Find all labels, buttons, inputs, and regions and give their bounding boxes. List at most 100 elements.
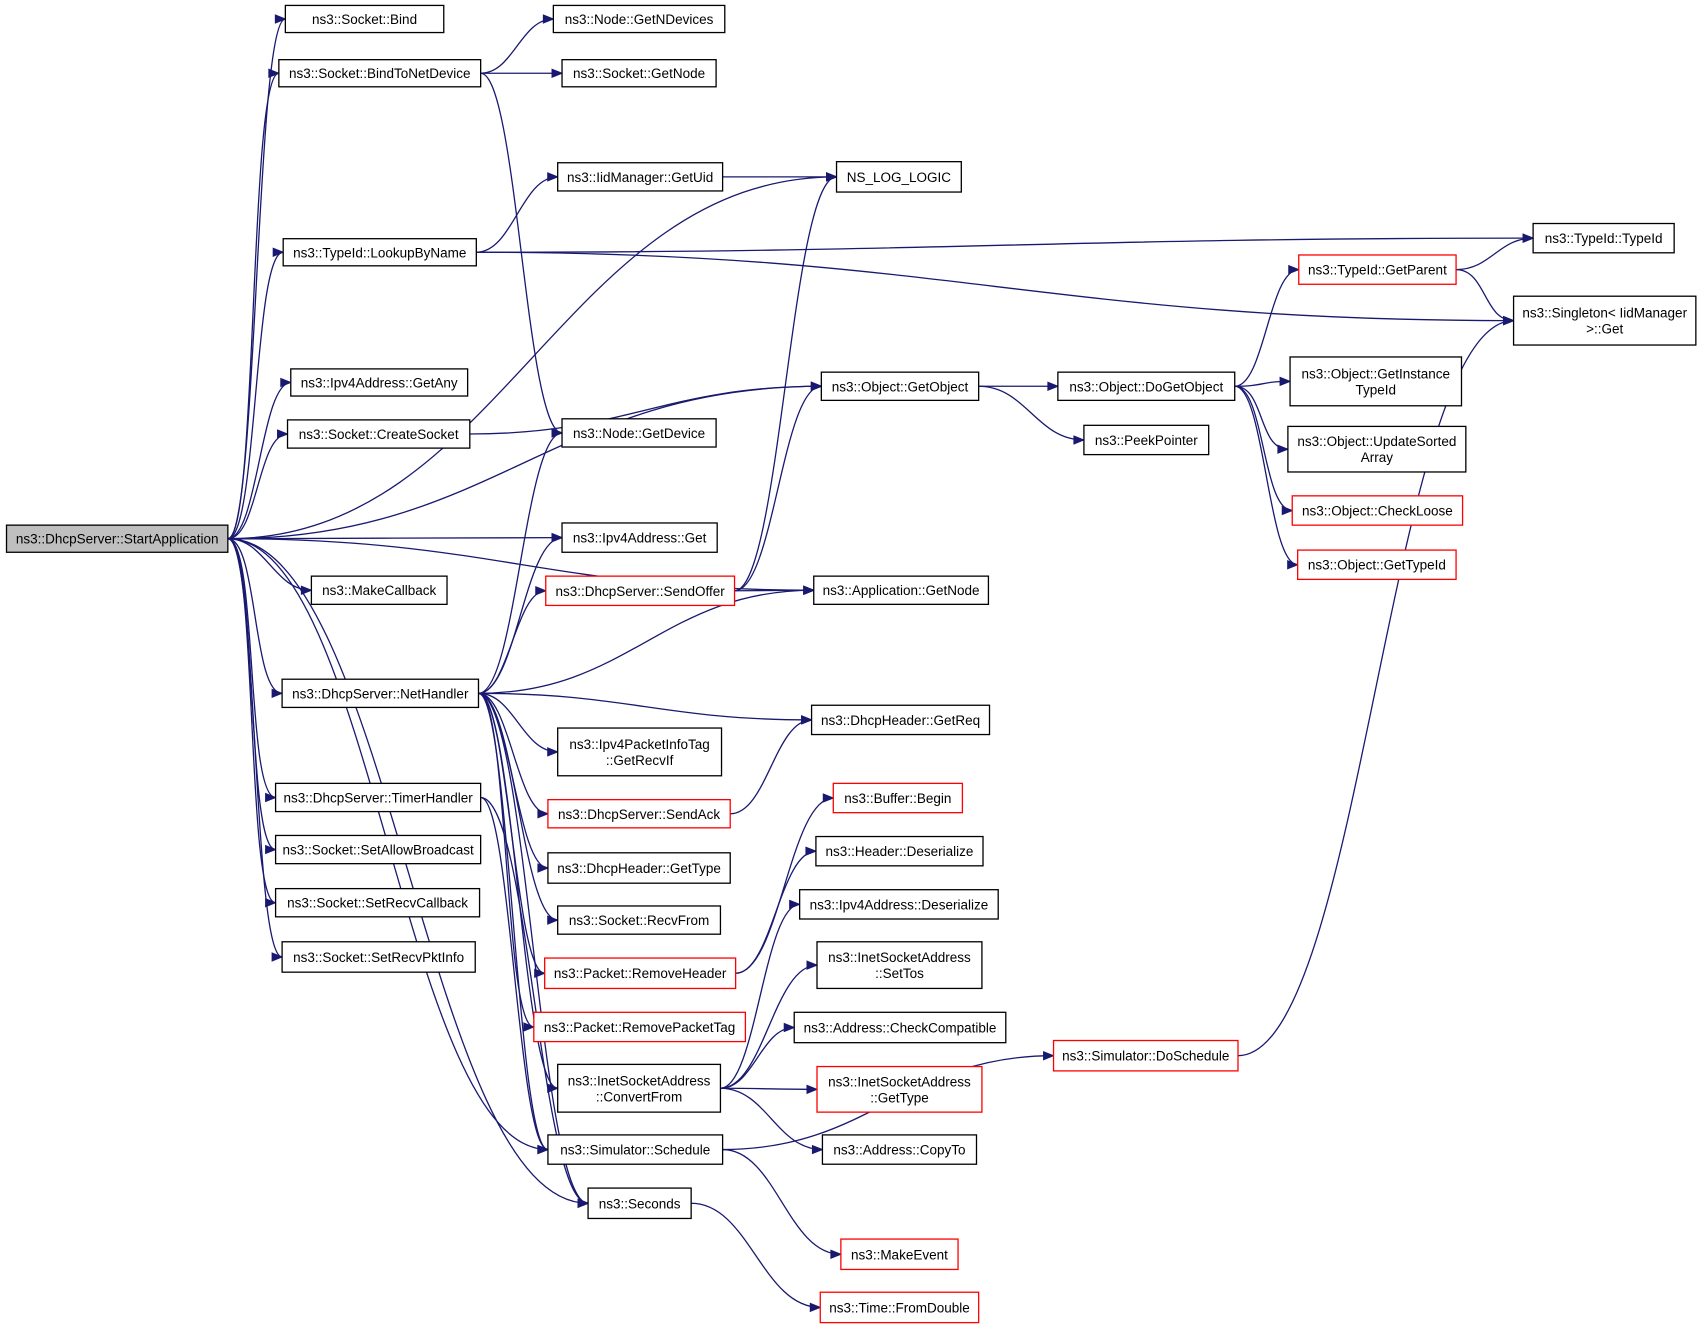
node-node-get-device[interactable]: ns3::Node::GetDevice xyxy=(561,418,717,448)
node-ipv4-get[interactable]: ns3::Ipv4Address::Get xyxy=(561,522,718,553)
arrowhead-object-get-object xyxy=(810,381,823,391)
node-box xyxy=(310,575,448,605)
node-label: ::SetTos xyxy=(875,966,924,981)
node-peek-pointer[interactable]: ns3::PeekPointer xyxy=(1083,424,1210,456)
node-set-recv-callback[interactable]: ns3::Socket::SetRecvCallback xyxy=(274,887,481,918)
node-net-handler[interactable]: ns3::DhcpServer::NetHandler xyxy=(281,678,480,709)
edge-start-to-bind-to-net-device xyxy=(227,72,280,540)
arrowhead-remove-header xyxy=(534,968,547,978)
node-ipv4-get-any[interactable]: ns3::Ipv4Address::GetAny xyxy=(290,368,469,397)
edge-seconds-to-from-double xyxy=(691,1202,821,1309)
node-send-offer[interactable]: ns3::DhcpServer::SendOffer xyxy=(545,575,736,607)
node-get-type-id[interactable]: ns3::Object::GetTypeId xyxy=(1297,549,1457,581)
node-get-recv-if[interactable]: ns3::Ipv4PacketInfoTag::GetRecvIf xyxy=(557,727,723,777)
node-set-recv-pkt-info[interactable]: ns3::Socket::SetRecvPktInfo xyxy=(281,941,476,973)
node-box xyxy=(813,575,990,605)
arrowhead-get-type-id xyxy=(1287,560,1300,570)
arrowhead-header-deserialize xyxy=(805,846,818,856)
node-label: ns3::InetSocketAddress xyxy=(828,1074,971,1089)
node-label: ns3::Packet::RemoveHeader xyxy=(554,966,727,981)
node-box xyxy=(561,418,717,448)
node-inet-get-type[interactable]: ns3::InetSocketAddress::GetType xyxy=(816,1065,983,1113)
node-socket-get-node[interactable]: ns3::Socket::GetNode xyxy=(561,59,717,88)
node-send-ack[interactable]: ns3::DhcpServer::SendAck xyxy=(547,798,731,829)
edge-convert-from-to-copy-to xyxy=(720,1087,823,1151)
node-singleton-get[interactable]: ns3::Singleton< IidManager>::Get xyxy=(1512,295,1697,346)
node-set-allow-broadcast[interactable]: ns3::Socket::SetAllowBroadcast xyxy=(274,834,482,865)
node-bind-to-net-device[interactable]: ns3::Socket::BindToNetDevice xyxy=(278,59,482,88)
edge-lookup-by-name-to-singleton-get xyxy=(476,251,1514,322)
node-create-socket[interactable]: ns3::Socket::CreateSocket xyxy=(286,419,471,449)
node-label: ns3::Application::GetNode xyxy=(823,583,980,598)
edge-remove-header-to-header-deserialize xyxy=(735,850,816,974)
edge-object-get-object-to-peek-pointer xyxy=(978,385,1084,441)
node-box xyxy=(840,1238,959,1271)
arrowhead-node-get-device xyxy=(551,428,564,438)
node-box xyxy=(832,782,964,814)
edge-net-handler-to-app-get-node xyxy=(478,589,814,694)
node-get-req[interactable]: ns3::DhcpHeader::GetReq xyxy=(810,704,991,736)
node-app-get-node[interactable]: ns3::Application::GetNode xyxy=(813,575,990,605)
node-copy-to[interactable]: ns3::Address::CopyTo xyxy=(821,1134,978,1165)
arrowhead-timer-handler xyxy=(265,792,277,803)
node-type-id-get-parent[interactable]: ns3::TypeId::GetParent xyxy=(1298,254,1457,285)
node-box xyxy=(1057,371,1236,402)
edge-start-to-set-recv-pkt-info xyxy=(227,538,283,958)
node-label: ns3::DhcpHeader::GetType xyxy=(557,861,721,876)
node-label: ns3::PeekPointer xyxy=(1095,433,1198,448)
node-get-ndevices[interactable]: ns3::Node::GetNDevices xyxy=(552,4,726,34)
node-label: ns3::Socket::Bind xyxy=(312,12,417,27)
node-check-loose[interactable]: ns3::Object::CheckLoose xyxy=(1291,495,1464,526)
edge-start-to-seconds xyxy=(227,538,589,1204)
node-buffer-begin[interactable]: ns3::Buffer::Begin xyxy=(832,782,964,814)
edge-net-handler-to-seconds xyxy=(478,692,589,1204)
arrowhead-seconds xyxy=(577,1198,590,1209)
node-label: ns3::Object::DoGetObject xyxy=(1069,379,1223,394)
node-lookup-by-name[interactable]: ns3::TypeId::LookupByName xyxy=(282,238,477,267)
node-label: ::GetType xyxy=(870,1090,929,1105)
node-object-get-object[interactable]: ns3::Object::GetObject xyxy=(820,371,980,402)
node-bind[interactable]: ns3::Socket::Bind xyxy=(284,4,445,34)
node-box xyxy=(281,678,480,709)
node-seconds[interactable]: ns3::Seconds xyxy=(587,1187,692,1220)
node-make-callback[interactable]: ns3::MakeCallback xyxy=(310,575,448,605)
node-remove-packet-tag[interactable]: ns3::Packet::RemovePacketTag xyxy=(533,1011,747,1043)
node-ipv4-deserialize[interactable]: ns3::Ipv4Address::Deserialize xyxy=(798,889,999,920)
node-do-schedule[interactable]: ns3::Simulator::DoSchedule xyxy=(1052,1039,1239,1072)
arrowhead-dhcp-get-type xyxy=(537,863,550,873)
node-dhcp-get-type[interactable]: ns3::DhcpHeader::GetType xyxy=(547,852,731,884)
arrowhead-check-loose xyxy=(1281,505,1294,516)
edge-start-to-lookup-by-name xyxy=(227,251,284,540)
node-make-event[interactable]: ns3::MakeEvent xyxy=(840,1238,959,1271)
node-header-deserialize[interactable]: ns3::Header::Deserialize xyxy=(815,835,984,867)
node-box xyxy=(1298,254,1457,285)
node-box xyxy=(557,727,723,777)
node-iid-get-uid[interactable]: ns3::IidManager::GetUid xyxy=(557,162,724,192)
node-box xyxy=(552,4,726,34)
node-recv-from[interactable]: ns3::Socket::RecvFrom xyxy=(557,905,722,935)
node-type-id-type-id[interactable]: ns3::TypeId::TypeId xyxy=(1532,222,1675,254)
edge-convert-from-to-set-tos xyxy=(720,964,818,1089)
node-ns-log-logic[interactable]: NS_LOG_LOGIC xyxy=(835,161,962,193)
arrowhead-net-handler xyxy=(271,688,284,699)
node-convert-from[interactable]: ns3::InetSocketAddress::ConvertFrom xyxy=(557,1063,722,1113)
node-label: TypeId xyxy=(1356,382,1397,397)
node-set-tos[interactable]: ns3::InetSocketAddress::SetTos xyxy=(816,941,983,990)
node-label: ns3::Simulator::Schedule xyxy=(560,1143,710,1158)
node-from-double[interactable]: ns3::Time::FromDouble xyxy=(819,1291,980,1324)
node-label: ns3::InetSocketAddress xyxy=(828,950,971,965)
node-remove-header[interactable]: ns3::Packet::RemoveHeader xyxy=(544,957,737,990)
node-box xyxy=(5,524,229,553)
node-label: ns3::Simulator::DoSchedule xyxy=(1062,1049,1229,1064)
node-object-do-get-object[interactable]: ns3::Object::DoGetObject xyxy=(1057,371,1236,402)
node-start[interactable]: ns3::DhcpServer::StartApplication xyxy=(5,524,229,553)
node-check-compatible[interactable]: ns3::Address::CheckCompatible xyxy=(793,1011,1007,1044)
node-timer-handler[interactable]: ns3::DhcpServer::TimerHandler xyxy=(274,782,482,813)
node-sim-schedule[interactable]: ns3::Simulator::Schedule xyxy=(547,1134,724,1165)
arrowhead-get-instance-type-id xyxy=(1279,376,1292,387)
arrowhead-singleton-get xyxy=(1503,315,1515,326)
arrowhead-from-double xyxy=(809,1302,822,1313)
node-box xyxy=(810,704,991,736)
